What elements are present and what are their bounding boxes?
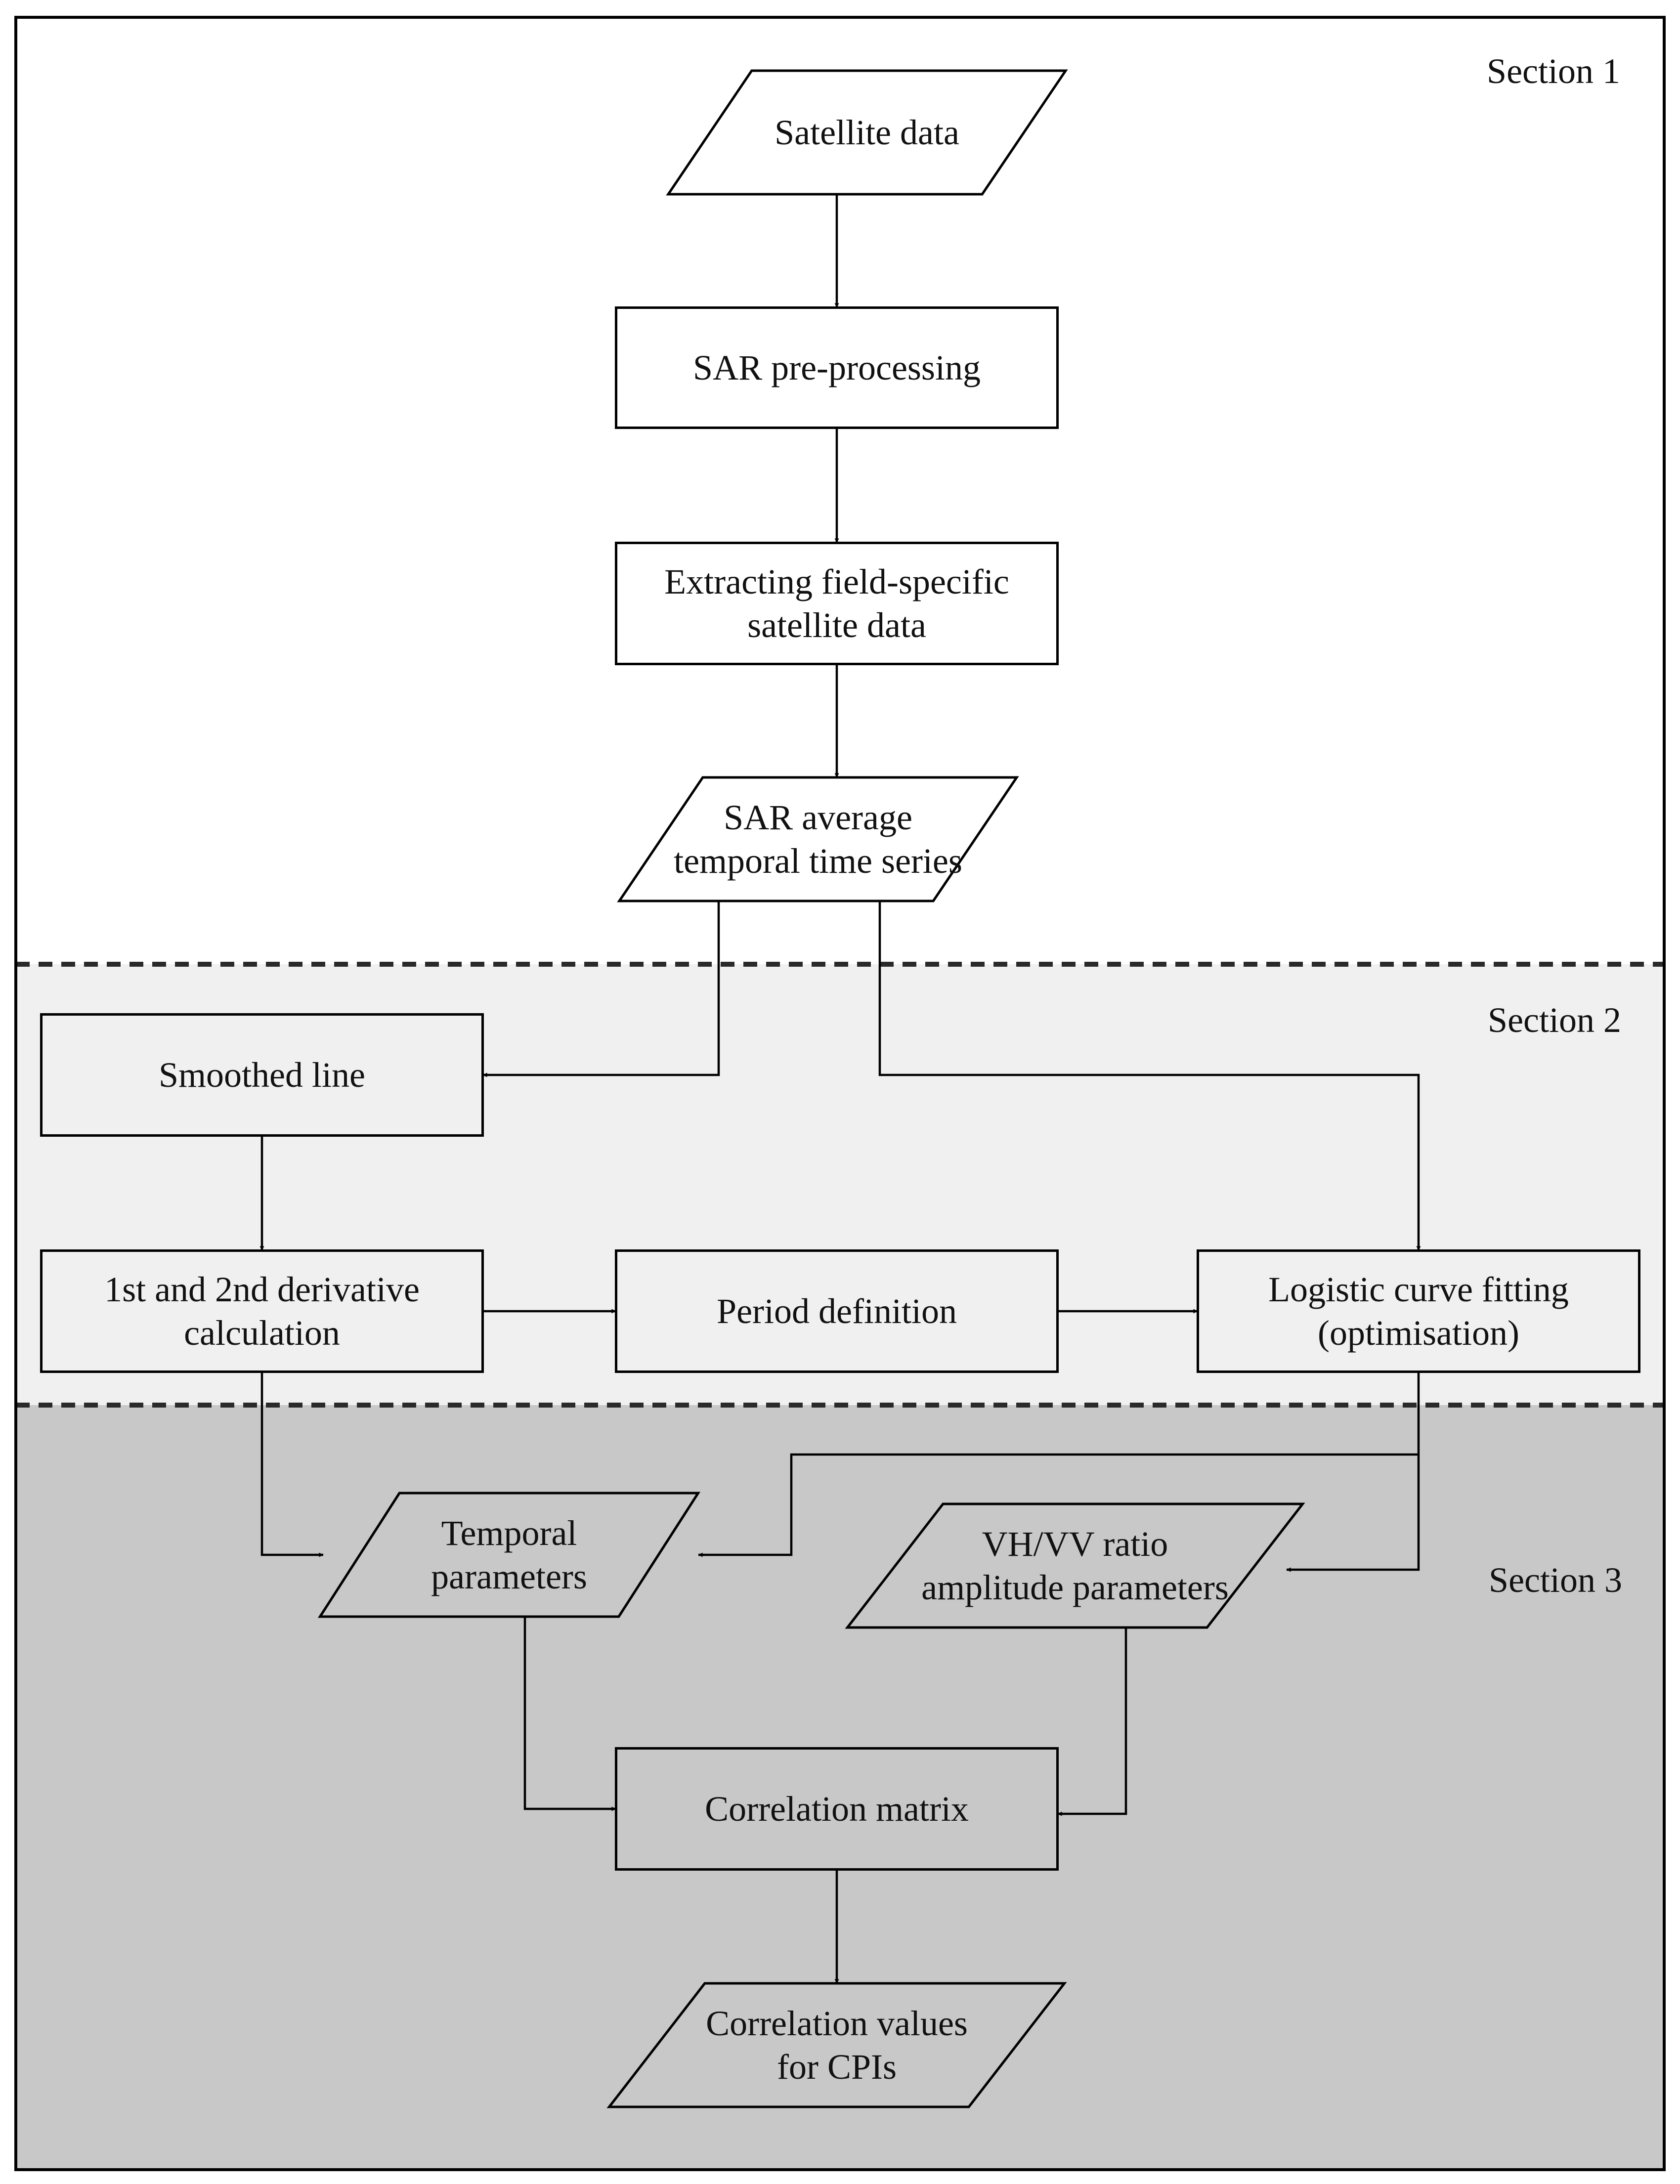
arrow-sar-time-series-to-smoothed-line: [482, 901, 720, 1077]
extracting-data-text-line-2: satellite data: [747, 605, 926, 645]
logistic-fitting-text-line-2: (optimisation): [1318, 1313, 1519, 1353]
section-3-label: Section 3: [1489, 1560, 1622, 1600]
smoothed-line-text-line-1: Smoothed line: [159, 1055, 365, 1095]
arrow-logistic-fitting-to-temporal-parameters: [698, 1372, 1420, 1557]
period-definition-shape: [615, 1249, 1059, 1373]
satellite-data-shape: [666, 69, 1068, 196]
extracting-data-node: Extracting field-specific satellite data: [615, 542, 1059, 665]
arrow-amplitude-parameters-to-correlation-matrix: [1057, 1627, 1127, 1816]
section-1-label: Section 1: [1487, 51, 1620, 91]
correlation-matrix-text-line-1: Correlation matrix: [705, 1789, 969, 1829]
amplitude-parameters-text-line-2: amplitude parameters: [921, 1568, 1229, 1607]
arrow-logistic-fitting-to-amplitude-parameters: [1286, 1455, 1420, 1572]
derivative-calc-node: 1st and 2nd derivative calculation: [40, 1249, 484, 1373]
smoothed-line-shape: [40, 1013, 484, 1137]
sar-preprocessing-node: SAR pre-processing: [615, 306, 1059, 429]
correlation-values-shape: [606, 1982, 1067, 2108]
sar-time-series-node: SAR average temporal time series: [617, 776, 1019, 902]
correlation-matrix-shape: [615, 1747, 1059, 1871]
derivative-calc-text-line-2: calculation: [184, 1313, 340, 1353]
derivative-calc-text-line-1: 1st and 2nd derivative: [104, 1270, 420, 1309]
logistic-fitting-shape: [1197, 1249, 1640, 1373]
arrow-temporal-parameters-to-correlation-matrix: [523, 1617, 616, 1811]
amplitude-parameters-text-line-1: VH/VV ratio: [982, 1524, 1168, 1564]
extracting-data-text-line-1: Extracting field-specific: [664, 562, 1009, 601]
temporal-parameters-shape: [317, 1492, 701, 1618]
sar-preprocessing-shape: [615, 306, 1059, 429]
extracting-data-shape: [615, 542, 1059, 665]
arrow-derivative-calc-to-temporal-parameters: [260, 1372, 324, 1557]
satellite-data-text-line-1: Satellite data: [775, 113, 959, 152]
correlation-values-text-line-1: Correlation values: [706, 2004, 968, 2043]
correlation-values-text-line-2: for CPIs: [777, 2047, 897, 2087]
sar-time-series-text-line-1: SAR average: [724, 798, 912, 837]
satellite-data-node: Satellite data: [666, 69, 1068, 196]
temporal-parameters-text-line-1: Temporal: [441, 1513, 577, 1553]
temporal-parameters-node: Temporal parameters: [317, 1492, 701, 1618]
section-2-label: Section 2: [1488, 1000, 1621, 1040]
logistic-fitting-node: Logistic curve fitting (optimisation): [1197, 1249, 1640, 1373]
amplitude-parameters-node: VH/VV ratio amplitude parameters: [845, 1502, 1305, 1629]
smoothed-line-node: Smoothed line: [40, 1013, 484, 1137]
correlation-matrix-node: Correlation matrix: [615, 1747, 1059, 1871]
period-definition-text-line-1: Period definition: [717, 1291, 957, 1331]
correlation-values-node: Correlation values for CPIs: [606, 1982, 1067, 2108]
arrow-sar-time-series-to-logistic-fitting: [878, 901, 1421, 1251]
sar-preprocessing-text-line-1: SAR pre-processing: [693, 348, 981, 387]
sar-time-series-shape: [617, 776, 1019, 902]
period-definition-node: Period definition: [615, 1249, 1059, 1373]
amplitude-parameters-shape: [845, 1502, 1305, 1629]
outer-frame: [14, 16, 1666, 2171]
sar-time-series-text-line-2: temporal time series: [674, 841, 962, 881]
derivative-calc-shape: [40, 1249, 484, 1373]
logistic-fitting-text-line-1: Logistic curve fitting: [1268, 1270, 1569, 1309]
temporal-parameters-text-line-2: parameters: [431, 1557, 587, 1596]
